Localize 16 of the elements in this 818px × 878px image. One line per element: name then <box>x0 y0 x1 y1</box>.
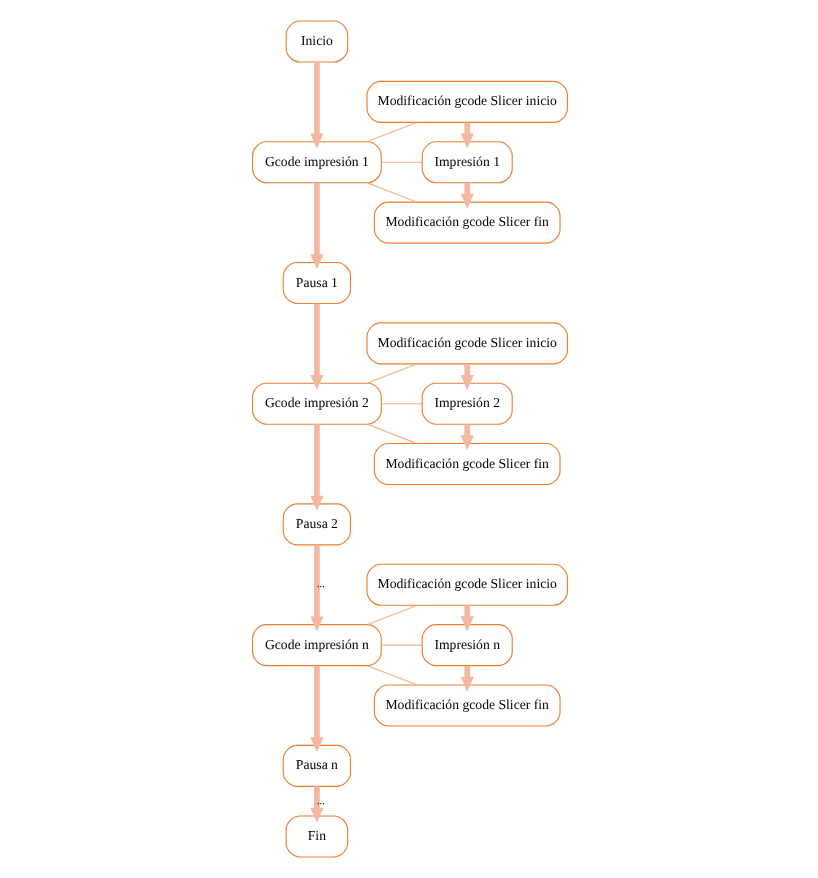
connector <box>365 423 417 444</box>
connector <box>365 121 417 143</box>
arrow <box>309 545 323 632</box>
connector <box>379 161 422 163</box>
connector <box>365 182 417 203</box>
connector <box>365 604 417 625</box>
arrow <box>309 62 323 149</box>
connector <box>379 644 422 646</box>
arrow <box>309 182 323 270</box>
connector <box>365 363 417 384</box>
connector <box>365 665 417 686</box>
arrow <box>309 665 323 753</box>
arrow <box>309 303 323 391</box>
arrow <box>309 786 323 823</box>
connector <box>379 403 422 405</box>
arrow <box>309 424 323 511</box>
